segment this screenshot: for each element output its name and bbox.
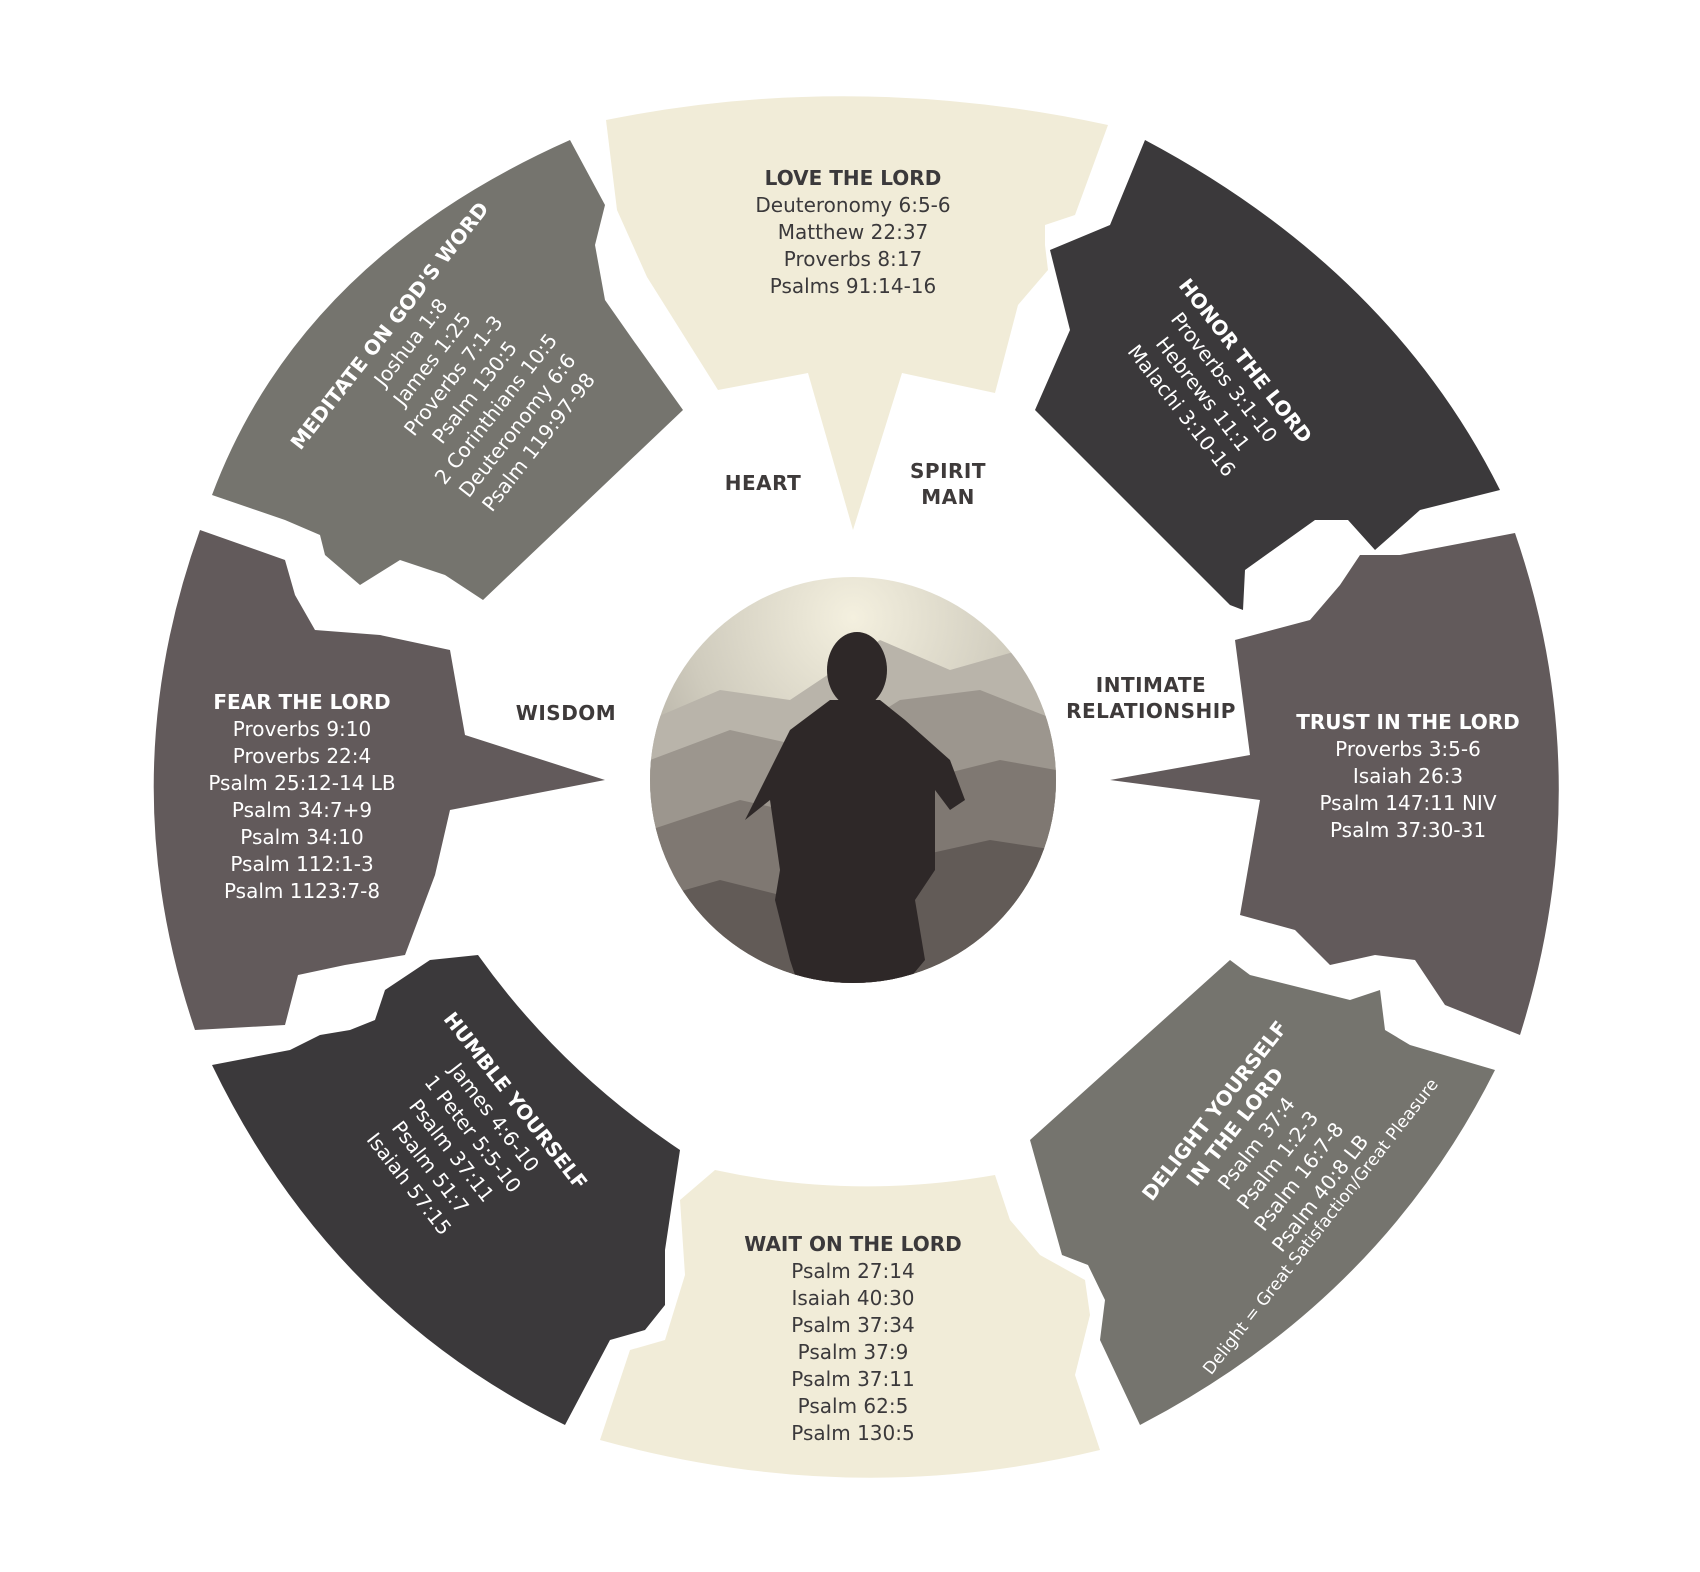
segment-wait-on-the-lord bbox=[600, 1170, 1100, 1478]
love-ref: Proverbs 8:17 bbox=[784, 247, 922, 271]
fear-text-group: FEAR THE LORD Proverbs 9:10 Proverbs 22:… bbox=[208, 690, 395, 903]
segment-humble-yourself bbox=[212, 955, 680, 1425]
trust-ref: Psalm 147:11 NIV bbox=[1319, 791, 1496, 815]
wait-ref: Psalm 37:9 bbox=[798, 1340, 909, 1364]
love-ref: Matthew 22:37 bbox=[778, 220, 929, 244]
label-man: MAN bbox=[921, 485, 975, 509]
fear-ref: Proverbs 22:4 bbox=[233, 744, 371, 768]
fear-ref: Psalm 1123:7-8 bbox=[224, 879, 380, 903]
fear-ref: Psalm 112:1-3 bbox=[230, 852, 373, 876]
label-spirit: SPIRIT bbox=[910, 459, 986, 483]
trust-ref: Isaiah 26:3 bbox=[1353, 764, 1463, 788]
person-silhouette bbox=[745, 632, 965, 983]
wait-ref: Psalm 27:14 bbox=[791, 1259, 914, 1283]
label-relationship: RELATIONSHIP bbox=[1066, 699, 1236, 723]
trust-title: TRUST IN THE LORD bbox=[1296, 710, 1519, 734]
segment-fear-the-lord bbox=[153, 530, 605, 1030]
segment-trust-in-the-lord bbox=[1110, 533, 1559, 1035]
segment-delight-yourself bbox=[1030, 960, 1495, 1425]
segment-meditate-on-gods-word bbox=[212, 140, 683, 600]
trust-ref: Proverbs 3:5-6 bbox=[1335, 737, 1481, 761]
love-title: LOVE THE LORD bbox=[765, 166, 942, 190]
wait-ref: Psalm 37:11 bbox=[791, 1367, 914, 1391]
fear-ref: Psalm 25:12-14 LB bbox=[208, 771, 395, 795]
wait-ref: Psalm 130:5 bbox=[791, 1421, 914, 1445]
love-ref: Psalms 91:14-16 bbox=[770, 274, 937, 298]
label-intimate: INTIMATE bbox=[1096, 673, 1206, 697]
segment-love-the-lord bbox=[606, 96, 1108, 530]
fear-ref: Psalm 34:7+9 bbox=[232, 798, 372, 822]
label-wisdom: WISDOM bbox=[516, 701, 616, 725]
love-ref: Deuteronomy 6:5-6 bbox=[755, 193, 950, 217]
trust-text-group: TRUST IN THE LORD Proverbs 3:5-6 Isaiah … bbox=[1296, 710, 1519, 842]
fear-ref: Proverbs 9:10 bbox=[233, 717, 371, 741]
wait-text-group: WAIT ON THE LORD Psalm 27:14 Isaiah 40:3… bbox=[744, 1232, 961, 1445]
label-heart: HEART bbox=[725, 471, 802, 495]
wait-title: WAIT ON THE LORD bbox=[744, 1232, 961, 1256]
center-photo bbox=[650, 577, 1056, 983]
wait-ref: Psalm 37:34 bbox=[791, 1313, 914, 1337]
love-text-group: LOVE THE LORD Deuteronomy 6:5-6 Matthew … bbox=[755, 166, 950, 298]
trust-ref: Psalm 37:30-31 bbox=[1330, 818, 1486, 842]
wait-ref: Psalm 62:5 bbox=[798, 1394, 909, 1418]
fear-ref: Psalm 34:10 bbox=[240, 825, 363, 849]
fear-title: FEAR THE LORD bbox=[213, 690, 390, 714]
segment-honor-the-lord bbox=[1035, 140, 1500, 610]
wait-ref: Isaiah 40:30 bbox=[791, 1286, 914, 1310]
